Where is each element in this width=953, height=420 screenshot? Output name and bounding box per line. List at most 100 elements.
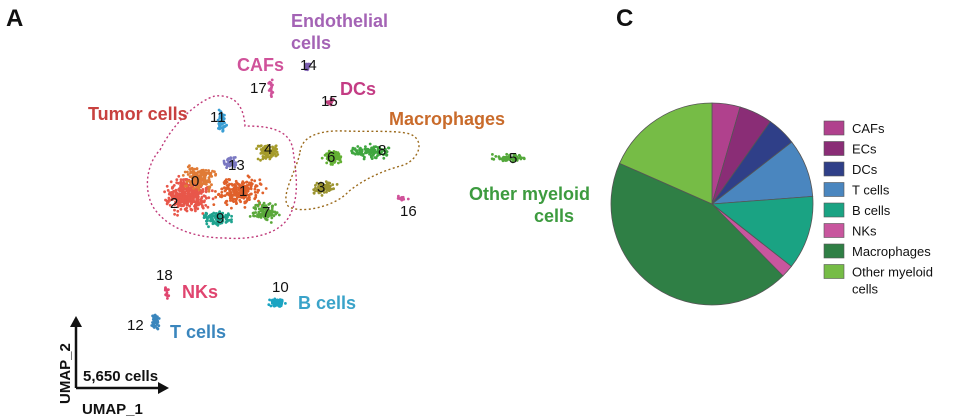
umap-cell-point xyxy=(190,184,193,187)
umap-cell-point xyxy=(170,191,174,194)
umap-cell-point xyxy=(270,216,274,220)
umap-cell-point xyxy=(207,215,210,219)
umap-cell-point xyxy=(177,174,181,178)
umap-cell-point xyxy=(191,198,195,202)
umap-cell-point xyxy=(249,183,253,187)
umap-cell-point xyxy=(181,174,185,177)
umap-cell-point xyxy=(514,153,517,157)
umap-cell-point xyxy=(506,155,509,159)
umap-cell-point xyxy=(238,190,242,194)
legend-swatch xyxy=(823,182,845,197)
umap-cell-point xyxy=(194,209,197,213)
umap-cell-point xyxy=(228,164,232,168)
umap-cell-point xyxy=(370,157,374,161)
umap-cell-point xyxy=(253,187,257,191)
umap-cell-point xyxy=(255,147,258,151)
umap-cell-point xyxy=(249,187,253,191)
umap-cell-point xyxy=(195,167,199,171)
umap-cell-point xyxy=(262,201,266,205)
umap-cell-point xyxy=(179,193,183,197)
umap-cell-point xyxy=(335,183,339,186)
umap-cell-point xyxy=(337,157,341,160)
umap-cell-point xyxy=(253,179,257,183)
umap-cell-point xyxy=(233,165,237,169)
umap-cell-point xyxy=(166,297,169,300)
umap-cell-point xyxy=(200,196,204,200)
umap-cell-point xyxy=(205,222,209,226)
umap-cell-point xyxy=(269,93,273,97)
umap-cell-point xyxy=(252,214,255,218)
umap-cell-point xyxy=(368,152,372,156)
umap-cell-point xyxy=(374,156,378,160)
umap-cell-point xyxy=(327,189,331,193)
umap-cell-point xyxy=(312,191,316,195)
umap-cell-point xyxy=(229,161,233,165)
umap-cell-point xyxy=(211,197,215,201)
umap-cell-point xyxy=(174,191,178,194)
umap-cell-point xyxy=(328,102,331,105)
umap-cell-point xyxy=(219,218,223,222)
umap-cell-point xyxy=(186,186,189,190)
cluster-number: 10 xyxy=(272,279,289,296)
umap-cell-point xyxy=(331,163,334,166)
umap-cell-point xyxy=(243,200,247,204)
umap-cell-point xyxy=(175,181,179,185)
umap-cell-point xyxy=(230,214,234,218)
umap-cell-point xyxy=(253,190,257,194)
umap-cell-point xyxy=(358,150,362,153)
umap-cell-point xyxy=(244,185,248,188)
umap-cell-point xyxy=(223,194,227,198)
legend-label: cells xyxy=(852,282,879,297)
umap-cell-point xyxy=(265,207,268,211)
umap-cell-point xyxy=(179,204,182,207)
umap-cell-point xyxy=(211,220,215,224)
umap-cell-point xyxy=(276,303,280,306)
umap-cell-point xyxy=(308,62,312,66)
umap-cell-point xyxy=(319,188,323,192)
umap-cell-point xyxy=(166,200,170,204)
umap-cell-point xyxy=(502,155,506,159)
umap-cell-point xyxy=(266,144,270,147)
cluster-number: 3 xyxy=(317,179,325,196)
legend-swatch xyxy=(823,243,845,259)
umap-cell-point xyxy=(194,205,198,208)
cluster-number: 18 xyxy=(156,267,173,284)
umap-cell-point xyxy=(227,178,231,181)
umap-cell-point xyxy=(279,301,282,305)
umap-cell-point xyxy=(377,151,381,154)
umap-cell-point xyxy=(186,189,190,193)
umap-cell-point xyxy=(266,209,270,213)
umap-cell-point xyxy=(207,225,210,229)
umap-cell-point xyxy=(263,214,266,218)
umap-cell-point xyxy=(492,157,496,161)
umap-cell-point xyxy=(274,154,278,158)
umap-plot: 0 1 2 3 4 5 6 7 8 9 10 11 12 13 14 15 16… xyxy=(57,11,590,418)
umap-cell-point xyxy=(337,161,340,165)
umap-cell-point xyxy=(205,212,209,216)
umap-cell-point xyxy=(196,198,200,202)
umap-cell-point xyxy=(264,145,267,149)
umap-cell-point xyxy=(336,151,340,155)
umap-cell-point xyxy=(387,146,390,150)
umap-cell-point xyxy=(152,326,156,329)
umap-cell-point xyxy=(380,148,384,151)
umap-cell-point xyxy=(261,148,265,152)
umap-cell-point xyxy=(164,198,167,202)
umap-cell-point xyxy=(201,172,205,176)
umap-cell-point xyxy=(185,206,189,210)
umap-cell-point xyxy=(217,211,221,215)
umap-cell-point xyxy=(220,190,224,194)
umap-cell-point xyxy=(273,147,277,150)
umap-cell-point xyxy=(501,159,505,163)
umap-cell-point xyxy=(168,198,172,202)
umap-cell-point xyxy=(210,183,213,187)
umap-cell-point xyxy=(229,157,233,161)
umap-cell-point xyxy=(306,67,310,70)
umap-cell-point xyxy=(175,197,179,201)
umap-cell-point xyxy=(206,179,209,183)
cluster-number: 14 xyxy=(300,57,317,74)
umap-cell-point xyxy=(267,303,271,306)
umap-cell-point xyxy=(256,191,259,194)
umap-cell-point xyxy=(203,176,207,179)
umap-cell-point xyxy=(325,190,328,194)
